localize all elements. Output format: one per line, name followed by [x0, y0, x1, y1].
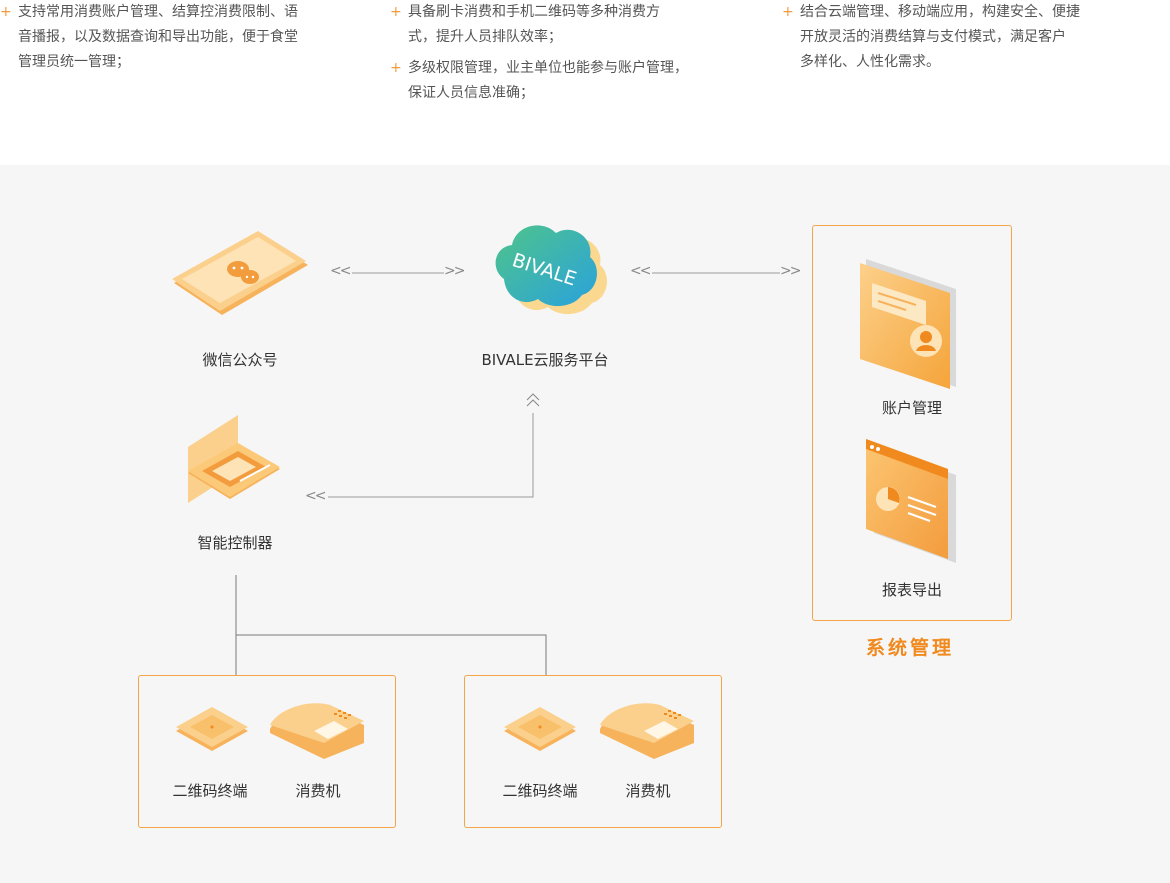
terminal-group-1	[138, 675, 396, 828]
pos-machine-icon	[270, 703, 364, 759]
arrow-left-icon: <<	[630, 263, 652, 279]
wechat-phone-icon	[172, 231, 308, 315]
feature-line: 管理员统一管理；	[18, 54, 130, 70]
arrow-right-icon: >>	[780, 263, 802, 279]
system-management-title: 系统管理	[866, 637, 955, 659]
feature-section: + 支持常用消费账户管理、结算控消费限制、语 音播报，以及数据查询和导出功能，便…	[0, 0, 1170, 165]
pos-machine-label: 消费机	[625, 782, 671, 800]
cloud-platform-label: BIVALE云服务平台	[481, 351, 609, 369]
plus-icon: +	[782, 4, 794, 20]
arrow-up-icon	[526, 393, 540, 407]
feature-item: + 具备刷卡消费和手机二维码等多种消费方 式，提升人员排队效率；	[390, 0, 740, 50]
plus-icon: +	[390, 60, 402, 76]
account-management-label: 账户管理	[881, 399, 942, 417]
feature-line: 式，提升人员排队效率；	[408, 29, 562, 45]
arrow-left-icon: <<	[330, 263, 352, 279]
feature-item: + 多级权限管理，业主单位也能参与账户管理， 保证人员信息准确；	[390, 56, 740, 106]
feature-line: 保证人员信息准确；	[408, 85, 534, 101]
arrow-right-icon: >>	[444, 263, 466, 279]
pos-machine-icon	[600, 703, 694, 759]
feature-line: 多样化、人性化需求。	[800, 54, 940, 70]
bivale-cloud-icon: BIVALE	[495, 225, 607, 315]
qr-terminal-icon	[504, 707, 576, 751]
report-export-icon	[866, 439, 956, 563]
system-diagram: << >> << >> << 微信公众号 BIVALE BIVALE云服务平台	[0, 165, 1170, 883]
feature-line: 开放灵活的消费结算与支付模式，满足客户	[800, 29, 1066, 45]
report-export-label: 报表导出	[881, 581, 942, 599]
connector-lines	[235, 272, 780, 675]
feature-line: 多级权限管理，业主单位也能参与账户管理，	[408, 60, 688, 76]
terminal-group-2	[464, 675, 722, 828]
feature-line: 具备刷卡消费和手机二维码等多种消费方	[408, 4, 660, 20]
wechat-label: 微信公众号	[202, 351, 278, 369]
feature-item: + 结合云端管理、移动端应用，构建安全、便捷 开放灵活的消费结算与支付模式，满足…	[782, 0, 1142, 75]
qr-terminal-icon	[176, 707, 248, 751]
smart-controller-icon	[188, 415, 280, 503]
feature-item: + 支持常用消费账户管理、结算控消费限制、语 音播报，以及数据查询和导出功能，便…	[0, 0, 350, 75]
pos-machine-label: 消费机	[295, 782, 341, 800]
feature-column-3: + 结合云端管理、移动端应用，构建安全、便捷 开放灵活的消费结算与支付模式，满足…	[782, 0, 1142, 81]
system-management-box	[812, 225, 1012, 621]
account-management-icon	[860, 259, 956, 389]
plus-icon: +	[0, 4, 12, 20]
feature-line: 音播报，以及数据查询和导出功能，便于食堂	[18, 29, 298, 45]
arrow-left-icon: <<	[305, 488, 327, 504]
feature-line: 支持常用消费账户管理、结算控消费限制、语	[18, 4, 298, 20]
controller-label: 智能控制器	[197, 534, 273, 552]
feature-column-2: + 具备刷卡消费和手机二维码等多种消费方 式，提升人员排队效率； + 多级权限管…	[390, 0, 740, 112]
feature-column-1: + 支持常用消费账户管理、结算控消费限制、语 音播报，以及数据查询和导出功能，便…	[0, 0, 350, 81]
qr-terminal-label: 二维码终端	[502, 782, 578, 800]
qr-terminal-label: 二维码终端	[172, 782, 248, 800]
plus-icon: +	[390, 4, 402, 20]
feature-line: 结合云端管理、移动端应用，构建安全、便捷	[800, 4, 1080, 20]
